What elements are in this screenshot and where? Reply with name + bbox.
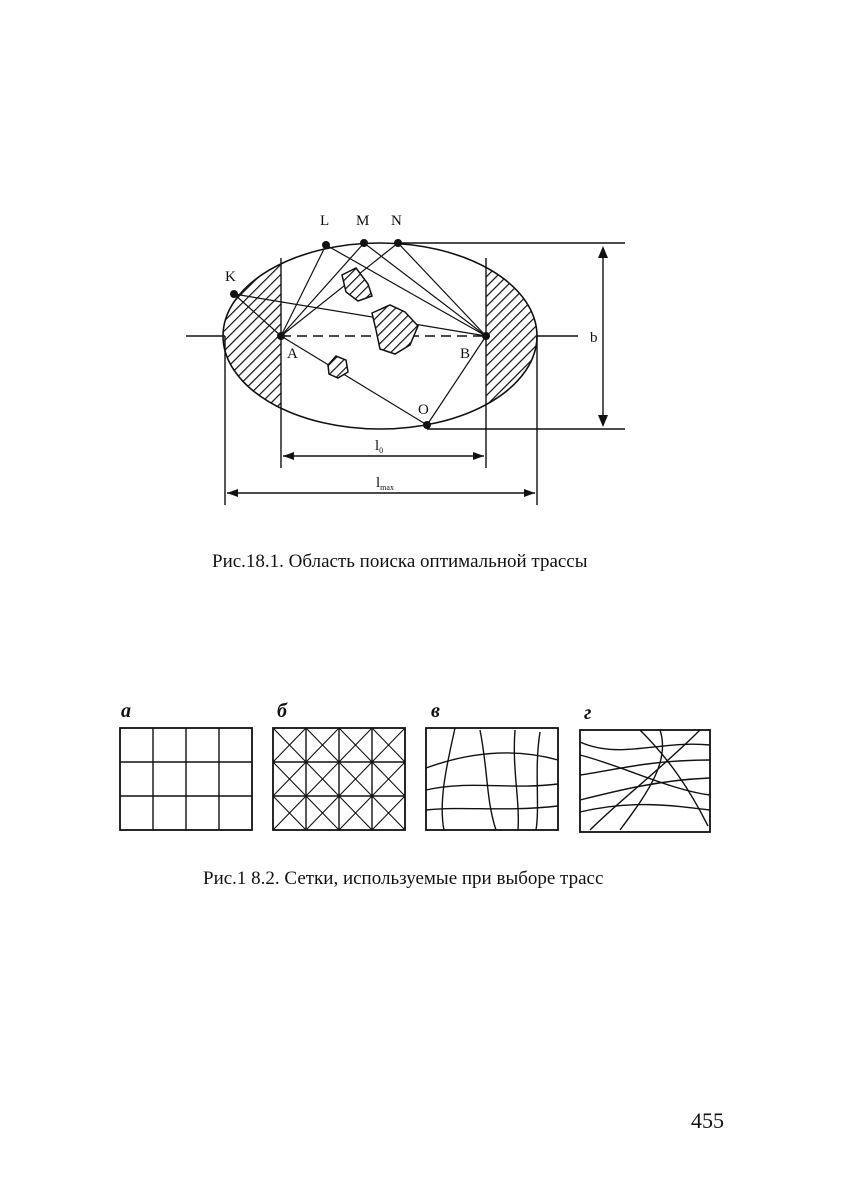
label-M: M xyxy=(356,213,369,229)
label-lmax: lmax xyxy=(376,475,394,492)
figure-18-2 xyxy=(120,728,710,832)
grid-panel-b xyxy=(273,728,405,830)
page-number: 455 xyxy=(691,1108,724,1134)
b-arrow-top xyxy=(598,246,608,258)
point-M xyxy=(360,239,368,247)
label-l0: l0 xyxy=(375,438,383,455)
panel-label-v: в xyxy=(431,700,440,722)
point-K xyxy=(230,290,238,298)
label-b: b xyxy=(590,330,598,346)
point-B xyxy=(482,332,490,340)
grid-panel-a xyxy=(120,728,252,830)
label-A: A xyxy=(287,346,298,362)
point-A xyxy=(277,332,285,340)
label-N: N xyxy=(391,213,402,229)
obstacles xyxy=(328,268,418,378)
panel-label-a: а xyxy=(121,700,131,722)
label-K: K xyxy=(225,269,236,285)
figure-18-2-labels: а б в г xyxy=(121,700,591,724)
point-L xyxy=(322,241,330,249)
figure-18-2-caption: Рис.1 8.2. Сетки, используемые при выбор… xyxy=(203,868,603,890)
b-arrow-bottom xyxy=(598,415,608,427)
figure-18-1 xyxy=(186,230,625,505)
figure-18-1-caption: Рис.18.1. Область поиска оптимальной тра… xyxy=(212,551,588,573)
left-hatched-region xyxy=(220,230,281,440)
label-O: O xyxy=(418,402,429,418)
panel-label-g: г xyxy=(584,702,591,724)
obstacle-2 xyxy=(372,305,418,354)
grid-panel-v xyxy=(426,728,558,830)
panel-label-b: б xyxy=(277,700,288,722)
obstacle-1 xyxy=(342,268,372,301)
point-N xyxy=(394,239,402,247)
label-B: B xyxy=(460,346,470,362)
point-O xyxy=(423,421,431,429)
grid-panel-g xyxy=(580,730,710,832)
label-L: L xyxy=(320,213,329,229)
